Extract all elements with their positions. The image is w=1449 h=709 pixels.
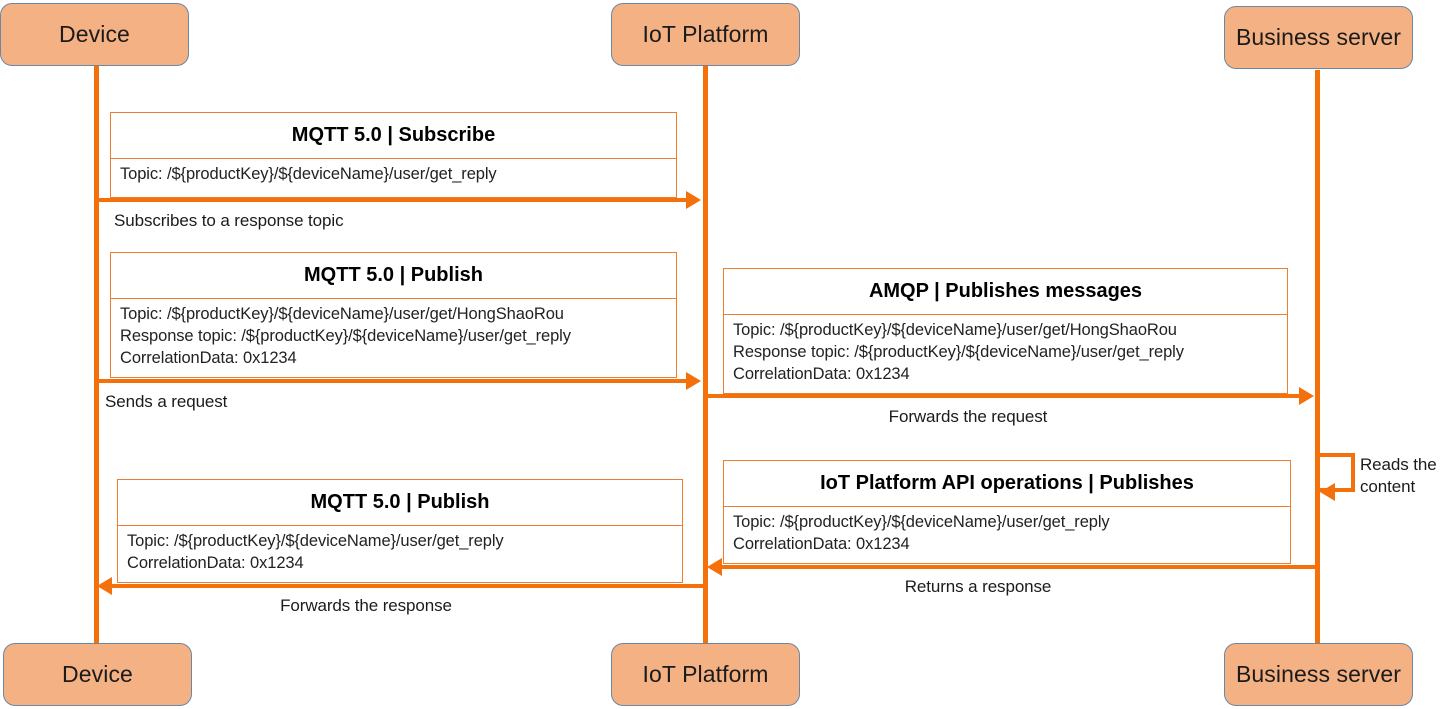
- arrow-forward-request-head: [1299, 387, 1314, 405]
- arrow-subscribe-line: [96, 198, 686, 202]
- note-title: AMQP | Publishes messages: [724, 269, 1287, 315]
- note-line: Topic: /${productKey}/${deviceName}/user…: [733, 513, 1110, 531]
- caption-line-2: content: [1360, 477, 1416, 497]
- note-title: IoT Platform API operations | Publishes: [724, 461, 1290, 507]
- arrow-forward-response-line: [112, 584, 706, 588]
- note-line: CorrelationData: 0x1234: [120, 348, 297, 367]
- caption-subscribes-to-a-response-topic: Subscribes to a response topic: [114, 211, 344, 230]
- participant-label: Device: [62, 661, 133, 687]
- lifeline-business-server: [1315, 70, 1320, 644]
- arrow-forward-response-head: [97, 577, 112, 595]
- participant-bottom-iot-platform[interactable]: IoT Platform: [611, 643, 800, 706]
- note-body: Topic: /${productKey}/${deviceName}/user…: [111, 159, 676, 197]
- participant-label: Device: [59, 21, 130, 47]
- note-title: MQTT 5.0 | Publish: [118, 480, 682, 526]
- note-title: MQTT 5.0 | Publish: [111, 253, 676, 299]
- note-line: CorrelationData: 0x1234: [127, 553, 304, 572]
- participant-bottom-business-server[interactable]: Business server: [1224, 643, 1413, 706]
- participant-label: IoT Platform: [642, 661, 769, 687]
- participant-label: Business server: [1235, 661, 1402, 687]
- participant-label: Business server: [1235, 24, 1402, 50]
- arrow-returns-response-line: [722, 565, 1318, 569]
- caption-forwards-the-response: Forwards the response: [280, 596, 452, 615]
- arrow-send-request-head: [686, 372, 701, 390]
- note-amqp-publishes-messages: AMQP | Publishes messages Topic: /${prod…: [723, 268, 1288, 394]
- note-mqtt-publish-response: MQTT 5.0 | Publish Topic: /${productKey}…: [117, 479, 683, 583]
- note-mqtt-publish-request: MQTT 5.0 | Publish Topic: /${productKey}…: [110, 252, 677, 378]
- arrow-subscribe-head: [686, 191, 701, 209]
- note-line: Topic: /${productKey}/${deviceName}/user…: [120, 305, 564, 323]
- note-body: Topic: /${productKey}/${deviceName}/user…: [118, 526, 682, 582]
- lifeline-iot-platform: [703, 66, 708, 644]
- selfloop-reads-the-content: [1318, 453, 1355, 492]
- note-body: Topic: /${productKey}/${deviceName}/user…: [111, 299, 676, 377]
- note-line: Topic: /${productKey}/${deviceName}/user…: [733, 321, 1177, 339]
- lifeline-device: [94, 66, 99, 644]
- arrow-forward-request-line: [705, 394, 1299, 398]
- arrow-send-request-line: [96, 379, 686, 383]
- participant-top-business-server[interactable]: Business server: [1224, 6, 1413, 69]
- note-line: Topic: /${productKey}/${deviceName}/user…: [120, 165, 497, 183]
- note-body: Topic: /${productKey}/${deviceName}/user…: [724, 507, 1290, 563]
- note-title: MQTT 5.0 | Subscribe: [111, 113, 676, 159]
- note-line: CorrelationData: 0x1234: [733, 534, 910, 553]
- note-line: CorrelationData: 0x1234: [733, 364, 910, 383]
- note-line: Response topic: /${productKey}/${deviceN…: [733, 342, 1184, 361]
- note-iot-platform-api-publishes: IoT Platform API operations | Publishes …: [723, 460, 1291, 564]
- participant-top-device[interactable]: Device: [0, 3, 189, 66]
- selfloop-arrowhead: [1320, 483, 1335, 501]
- caption-reads-the-content: Reads the content: [1360, 454, 1437, 498]
- caption-returns-a-response: Returns a response: [904, 577, 1052, 596]
- arrow-returns-response-head: [707, 558, 722, 576]
- caption-forwards-the-request: Forwards the request: [888, 407, 1048, 426]
- note-body: Topic: /${productKey}/${deviceName}/user…: [724, 315, 1287, 393]
- note-line: Topic: /${productKey}/${deviceName}/user…: [127, 532, 504, 550]
- participant-bottom-device[interactable]: Device: [3, 643, 192, 706]
- caption-line-1: Reads the: [1360, 455, 1437, 474]
- participant-top-iot-platform[interactable]: IoT Platform: [611, 3, 800, 66]
- note-line: Response topic: /${productKey}/${deviceN…: [120, 326, 571, 345]
- caption-sends-a-request: Sends a request: [105, 392, 228, 411]
- participant-label: IoT Platform: [642, 21, 769, 47]
- note-mqtt-subscribe: MQTT 5.0 | Subscribe Topic: /${productKe…: [110, 112, 677, 198]
